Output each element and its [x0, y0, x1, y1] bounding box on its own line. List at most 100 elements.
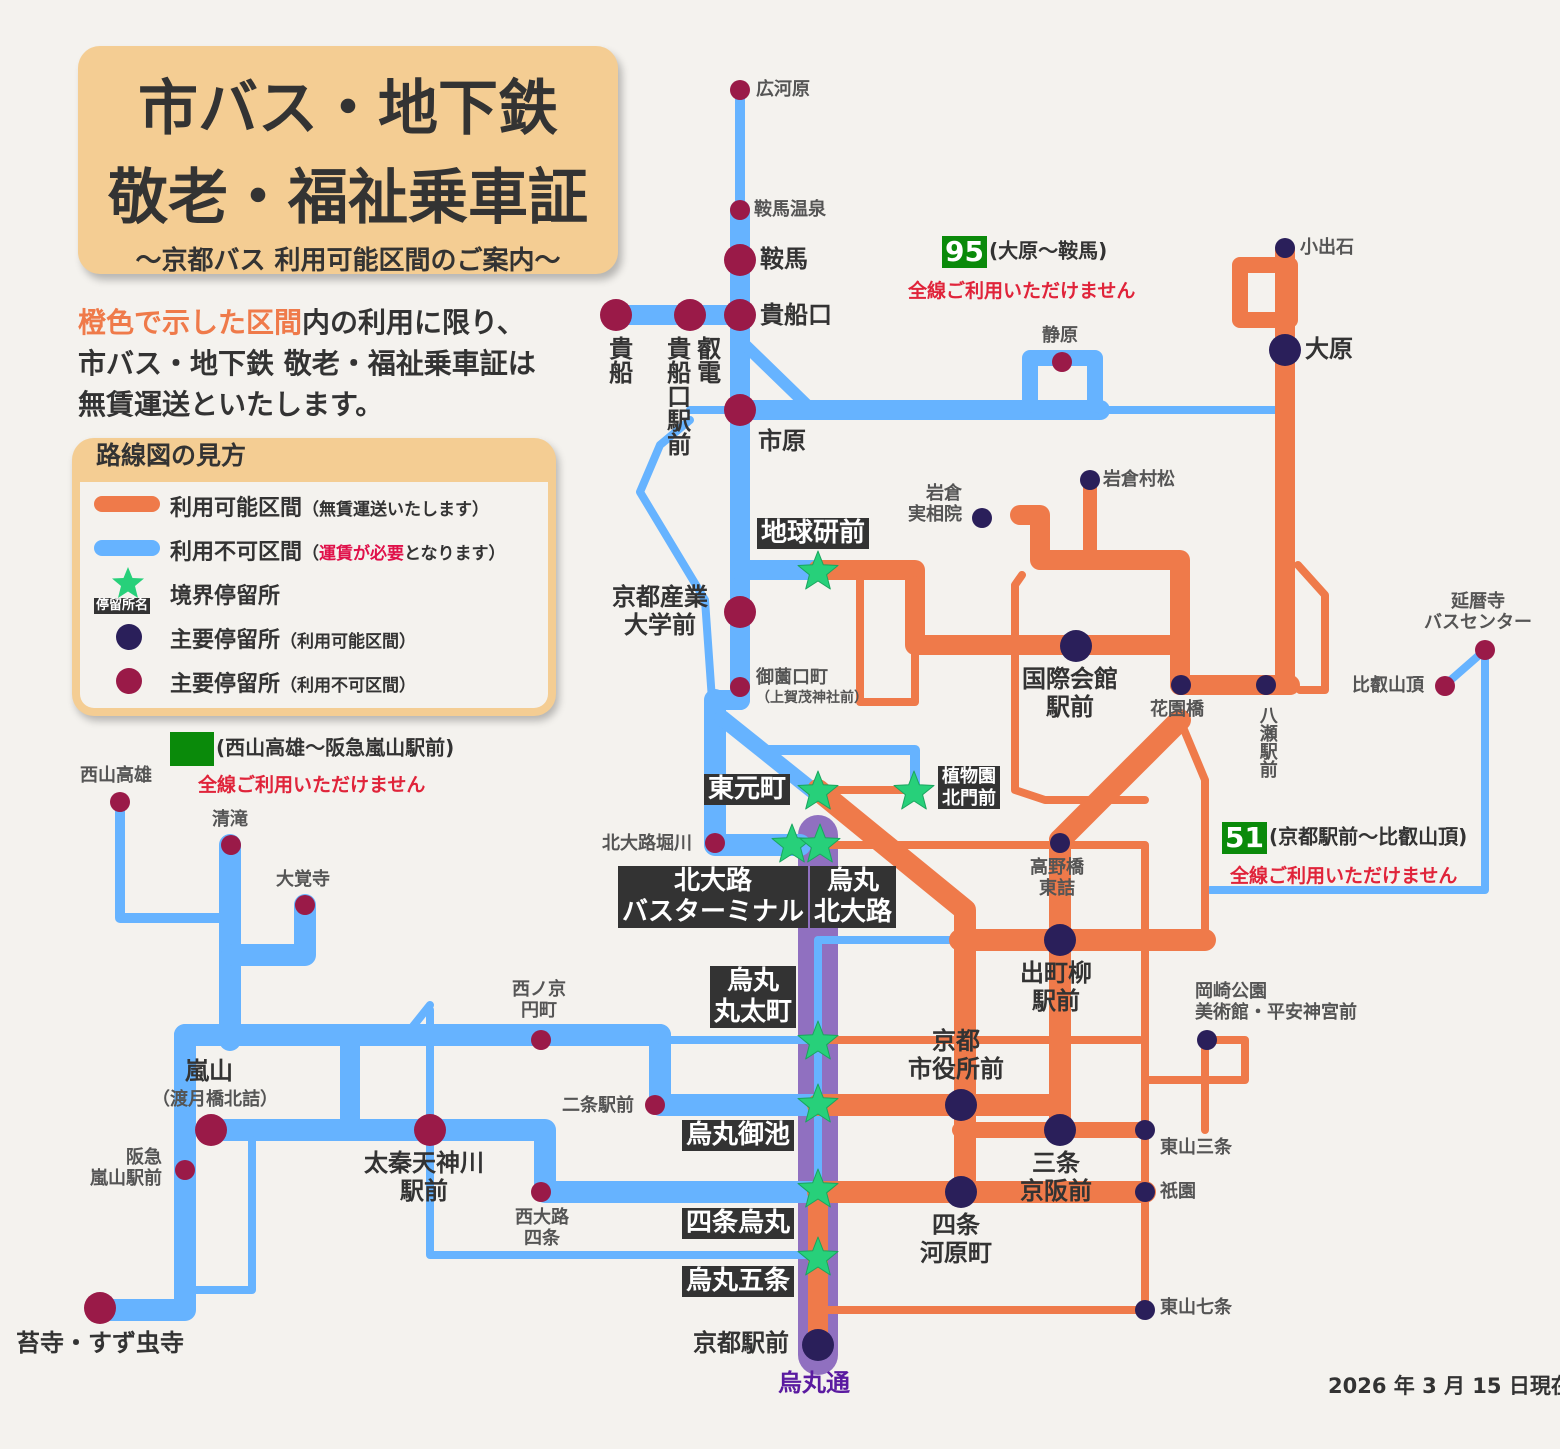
- legend-major-ok-label: 主要停留所: [170, 628, 281, 653]
- boundary-stop-star-icon[interactable]: [797, 1020, 839, 1060]
- major-stop-unusable[interactable]: [1052, 352, 1072, 372]
- major-stop-usable[interactable]: [972, 508, 992, 528]
- major-stop-usable[interactable]: [1256, 675, 1276, 695]
- intro-rest: 内の利用に限り、: [302, 306, 525, 339]
- stop-label-kokusai: 国際会館 駅前: [1022, 665, 1118, 721]
- stop-label-karasuma-kitaohji: 烏丸 北大路: [810, 866, 897, 929]
- intro-text: 橙色で示した区間内の利用に限り、 市バス・地下鉄 敬老・福祉乗車証は 無賃運送と…: [78, 302, 536, 425]
- major-stop-unusable[interactable]: [645, 1095, 665, 1115]
- legend-boundary: 境界停留所: [170, 584, 281, 609]
- major-stop-unusable[interactable]: [175, 1160, 195, 1180]
- stop-label-shokubutsuen: 植物園 北門前: [938, 766, 1000, 810]
- boundary-stop-star-icon[interactable]: [797, 1168, 839, 1208]
- intro-line2: 市バス・地下鉄 敬老・福祉乗車証は: [78, 347, 536, 380]
- stop-label-enryakuji: 延暦寺 バスセンター: [1424, 591, 1532, 633]
- stop-label-kiyotaki: 清滝: [212, 809, 248, 830]
- stop-label-nishiyama-takao: 西山高雄: [80, 765, 152, 786]
- stop-label-higashimoto: 東元町: [704, 774, 791, 806]
- legend-major-ok-note: （利用可能区間）: [280, 632, 417, 652]
- unusable-route-line: [636, 416, 716, 704]
- stop-label-kaenbashi: 花園橋: [1150, 699, 1204, 720]
- stop-label-kitaohji-bt: 北大路 バスターミナル: [618, 866, 809, 929]
- major-stop-usable[interactable]: [1269, 334, 1301, 366]
- major-stop-unusable[interactable]: [724, 244, 756, 276]
- unusable-route-line: [1206, 646, 1489, 894]
- major-stop-unusable[interactable]: [1475, 640, 1495, 660]
- route-95-range: (大原～鞍馬): [988, 238, 1108, 263]
- major-stop-unusable[interactable]: [414, 1114, 446, 1146]
- major-stop-usable[interactable]: [1050, 833, 1070, 853]
- legend-usable: 利用可能区間（無賃運送いたします）: [170, 490, 489, 522]
- boundary-stop-star-icon[interactable]: [797, 770, 839, 810]
- stop-label-higashiyama-shichijo: 東山七条: [1160, 1297, 1232, 1318]
- notice-95: 95(大原～鞍馬): [942, 235, 1108, 269]
- major-stop-usable[interactable]: [1060, 630, 1092, 662]
- major-stop-unusable[interactable]: [724, 596, 756, 628]
- major-stop-usable[interactable]: [1135, 1300, 1155, 1320]
- boundary-stop-star-icon[interactable]: [797, 550, 839, 590]
- major-stop-unusable[interactable]: [730, 200, 750, 220]
- major-stop-unusable[interactable]: [1435, 676, 1455, 696]
- stop-label-ichihara: 市原: [758, 427, 806, 455]
- major-stop-unusable[interactable]: [705, 833, 725, 853]
- title-subtitle: ～京都バス 利用可能区間のご案内～: [135, 246, 561, 276]
- stop-label-nishinokyo: 西ノ京 円町: [512, 979, 566, 1021]
- stop-label-hieizan: 比叡山頂: [1352, 675, 1424, 696]
- major-stop-unusable[interactable]: [724, 299, 756, 331]
- boundary-stop-star-icon[interactable]: [797, 1083, 839, 1123]
- stop-label-hankyu-arashiyama: 阪急 嵐山駅前: [90, 1147, 162, 1189]
- stop-label-shiyakusho: 京都 市役所前: [908, 1027, 1004, 1083]
- notice-nishiyama: (西山高雄～阪急嵐山駅前): [170, 732, 454, 766]
- stop-label-misono-sub: （上賀茂神社前）: [756, 690, 868, 706]
- major-stop-usable[interactable]: [1080, 470, 1100, 490]
- boundary-stop-star-icon[interactable]: [799, 823, 841, 863]
- usable-route-line: [1141, 1036, 1249, 1084]
- karasuma-street-label: 烏丸通: [778, 1369, 850, 1397]
- major-stop-unusable[interactable]: [531, 1030, 551, 1050]
- major-stop-usable[interactable]: [945, 1176, 977, 1208]
- major-stop-unusable[interactable]: [531, 1182, 551, 1202]
- usable-route-line: [856, 576, 919, 706]
- major-ng-icon: [116, 668, 142, 694]
- usable-route-line: [816, 841, 1149, 1314]
- stop-label-gion: 祇園: [1160, 1181, 1196, 1202]
- major-stop-unusable[interactable]: [730, 677, 750, 697]
- major-stop-unusable[interactable]: [600, 299, 632, 331]
- unusable-route-line: [426, 1126, 819, 1259]
- major-stop-usable[interactable]: [802, 1329, 834, 1361]
- date-label: 2026 年 3 月 15 日現在: [1328, 1374, 1560, 1398]
- usable-route-line: [1294, 561, 1329, 694]
- stop-label-koideishi: 小出石: [1300, 237, 1354, 258]
- stop-label-higashiyama-sanjo: 東山三条: [1160, 1137, 1232, 1158]
- major-stop-unusable[interactable]: [674, 299, 706, 331]
- stop-label-hirogawara: 広河原: [756, 79, 810, 100]
- stop-label-iwakuramuramatsu: 岩倉村松: [1103, 469, 1175, 490]
- major-stop-unusable[interactable]: [724, 394, 756, 426]
- major-stop-unusable[interactable]: [84, 1292, 116, 1324]
- major-stop-unusable[interactable]: [195, 1114, 227, 1146]
- boundary-stop-star-icon[interactable]: [797, 1236, 839, 1276]
- major-stop-usable[interactable]: [1197, 1030, 1217, 1050]
- legend-major-ng-note: （利用不可区間）: [280, 676, 417, 696]
- major-stop-usable[interactable]: [1135, 1120, 1155, 1140]
- legend-unusable-swatch: [94, 540, 160, 556]
- major-stop-unusable[interactable]: [730, 80, 750, 100]
- major-stop-usable[interactable]: [1135, 1182, 1155, 1202]
- legend-usable-note: （無賃運送いたします）: [302, 500, 490, 520]
- major-stop-unusable[interactable]: [110, 792, 130, 812]
- major-stop-unusable[interactable]: [295, 895, 315, 915]
- major-stop-usable[interactable]: [945, 1089, 977, 1121]
- intro-highlight: 橙色で示した区間: [78, 306, 303, 339]
- boundary-stop-star-icon[interactable]: [893, 770, 935, 810]
- major-stop-usable[interactable]: [1171, 675, 1191, 695]
- major-stop-usable[interactable]: [1044, 924, 1076, 956]
- major-stop-unusable[interactable]: [221, 835, 241, 855]
- stop-label-sangyo: 京都産業 大学前: [612, 583, 708, 639]
- major-stop-usable[interactable]: [1044, 1114, 1076, 1146]
- major-stop-usable[interactable]: [1275, 238, 1295, 258]
- stop-label-kibune: 貴船: [604, 336, 633, 384]
- stop-label-kibuneguchi: 貴船口: [760, 301, 832, 329]
- legend-heading: 路線図の見方: [96, 441, 247, 470]
- star-icon: [112, 567, 144, 598]
